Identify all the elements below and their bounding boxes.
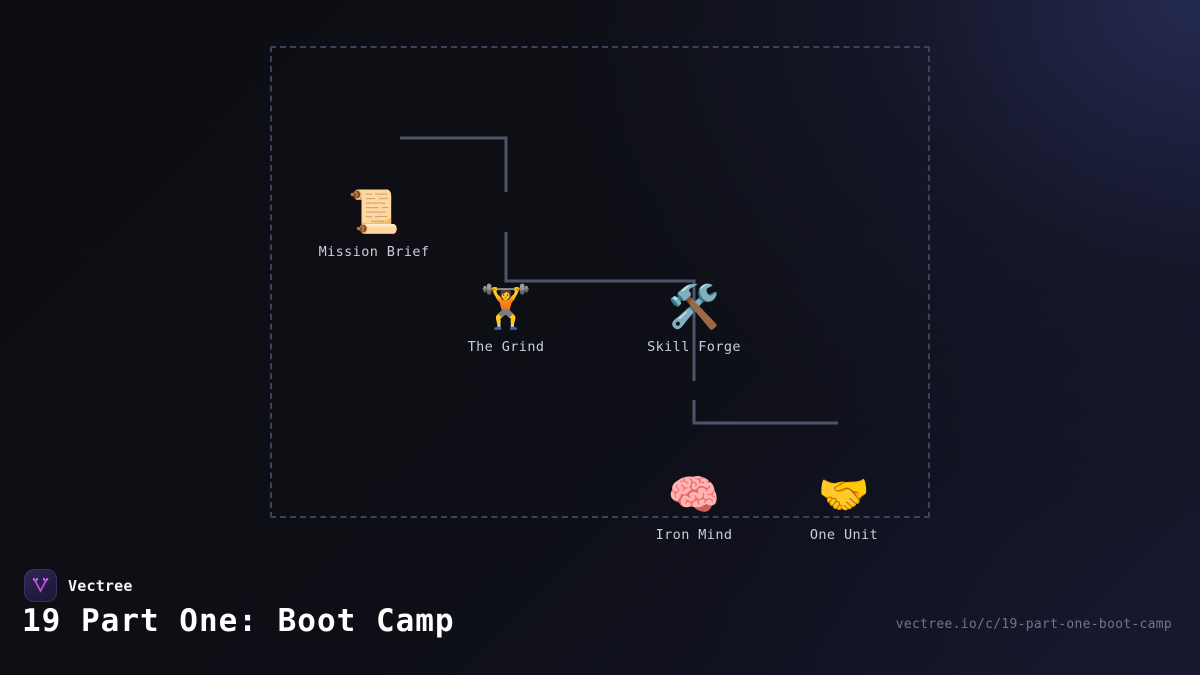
brand-name: Vectree — [68, 576, 133, 595]
edge-iron-mind-to-one-unit — [692, 400, 838, 425]
tree-node-mission-brief[interactable]: 📜 Mission Brief — [299, 187, 449, 261]
page-url: vectree.io/c/19-part-one-boot-camp — [895, 617, 1172, 632]
edge-mission-brief-to-the-grind — [400, 136, 508, 192]
weight-lifter-icon: 🏋️ — [479, 282, 533, 331]
hammer-and-wrench-icon: 🛠️ — [667, 282, 721, 331]
vectree-logo-icon — [24, 569, 57, 602]
brain-icon: 🧠 — [667, 470, 721, 519]
scroll-icon: 📜 — [347, 187, 401, 236]
tree-node-the-grind[interactable]: 🏋️ The Grind — [431, 282, 581, 356]
tree-node-skill-forge[interactable]: 🛠️ Skill Forge — [619, 282, 769, 356]
tree-node-label: The Grind — [467, 339, 545, 355]
page-footer: Vectree 19 Part One: Boot Camp vectree.i… — [0, 555, 1200, 675]
tree-node-label: Skill Forge — [647, 339, 741, 355]
tree-node-label: Iron Mind — [655, 527, 733, 543]
tree-node-label: One Unit — [809, 527, 879, 543]
tree-node-label: Mission Brief — [318, 244, 430, 260]
vectree-glyph-icon — [32, 578, 49, 593]
tree-node-one-unit[interactable]: 🤝 One Unit — [769, 470, 919, 544]
edge-the-grind-to-iron-mind — [504, 232, 696, 381]
handshake-icon: 🤝 — [817, 470, 871, 519]
brand-row[interactable]: Vectree — [24, 569, 133, 602]
tree-canvas-frame — [270, 46, 930, 518]
tree-node-iron-mind[interactable]: 🧠 Iron Mind — [619, 470, 769, 544]
page-title: 19 Part One: Boot Camp — [22, 603, 455, 639]
